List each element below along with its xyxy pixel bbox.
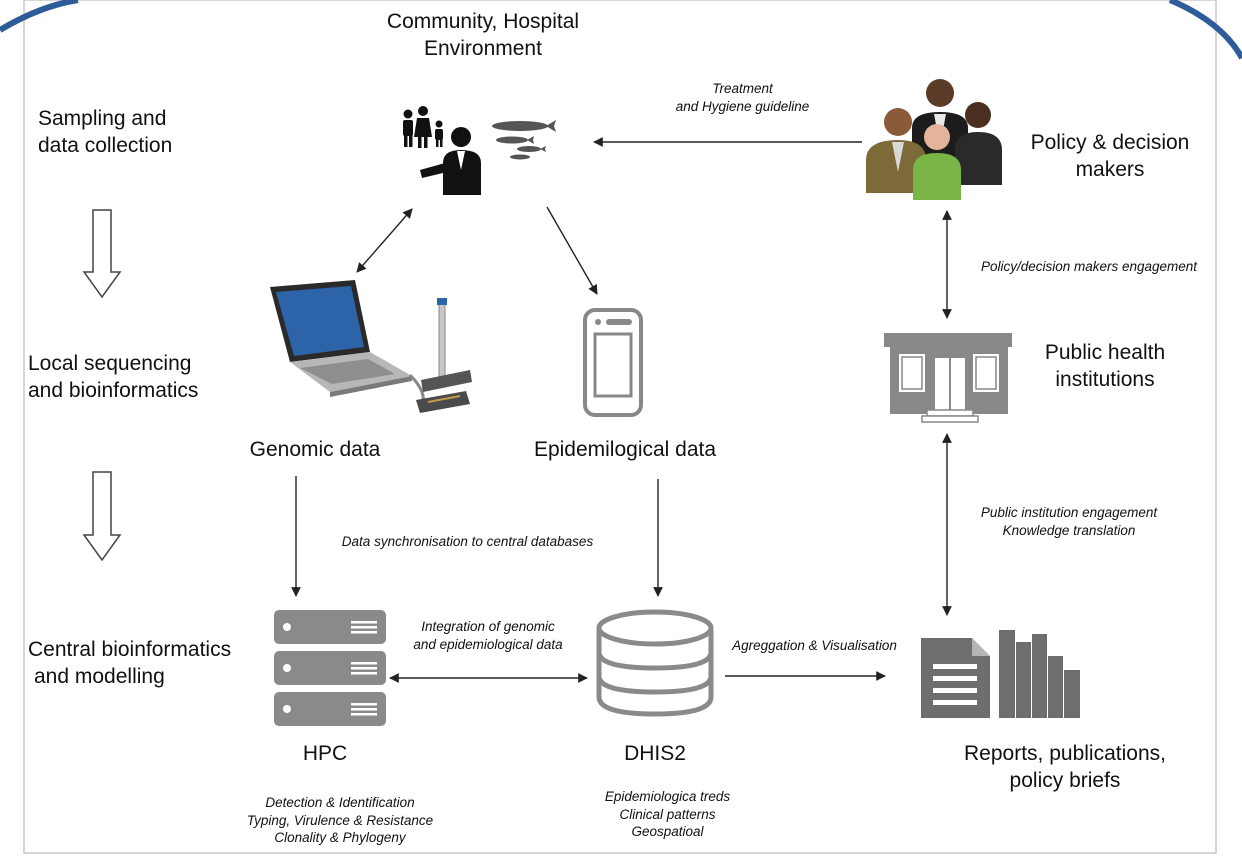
- node-policy-line-2: makers: [1075, 158, 1145, 182]
- annotation-dhis2-line-1: Epidemiologica treds: [604, 789, 731, 804]
- node-community-label: Community, Hospital Environment: [363, 8, 603, 63]
- annotation-integration: Integration of genomic and epidemiologic…: [388, 618, 588, 653]
- arrow-community-genomic: [356, 208, 413, 273]
- blue-arc-left: [0, 0, 79, 33]
- annotation-integration-line-1: Integration of genomic: [421, 619, 555, 634]
- stage-sampling-line-1: Sampling and: [38, 107, 167, 130]
- annotation-aggregation: Agreggation & Visualisation: [732, 638, 897, 653]
- node-epidemiological-label: Epidemilogical data: [533, 438, 717, 461]
- stage-local-line-2: and bioinformatics: [28, 379, 199, 403]
- node-community-line-2: Environment: [424, 37, 542, 61]
- hpc-server-icon: [274, 610, 386, 726]
- flow-arrow-2: [82, 471, 122, 562]
- node-reports-label: Reports, publications, policy briefs: [930, 740, 1200, 795]
- stage-local-label: Local sequencing and bioinformatics: [28, 350, 198, 405]
- smartphone-icon: [583, 308, 643, 417]
- laptop-sequencer-icon: [270, 280, 472, 413]
- node-community-line-1: Community, Hospital: [386, 10, 580, 33]
- annotation-hpc-line-1: Detection & Identification: [265, 795, 415, 810]
- annotation-treatment: Treatment and Hygiene guideline: [650, 80, 835, 115]
- stage-sampling-line-2: data collection: [38, 134, 173, 158]
- node-policy-label: Policy & decision makers: [1010, 129, 1210, 184]
- annotation-policy-engagement: Policy/decision makers engagement: [980, 259, 1198, 274]
- stage-sampling-label: Sampling and data collection: [38, 105, 172, 160]
- node-policy-line-1: Policy & decision: [1030, 131, 1190, 154]
- annotation-institution-line-1: Public institution engagement: [980, 505, 1158, 520]
- node-public-health-line-2: institutions: [1055, 368, 1155, 392]
- flow-arrow-1: [82, 209, 122, 299]
- annotation-institution-engagement: Public institution engagement Knowledge …: [958, 504, 1180, 539]
- reports-icon: [921, 630, 1080, 718]
- node-reports-line-1: Reports, publications,: [964, 742, 1166, 765]
- node-dhis2-label: DHIS2: [624, 742, 686, 765]
- dhis2-database-icon: [596, 609, 714, 717]
- annotation-hpc-line-3: Clonality & Phylogeny: [274, 830, 406, 846]
- annotation-treatment-line-1: Treatment: [712, 81, 773, 96]
- fish-icon: [492, 120, 556, 160]
- arrow-community-to-epidemiological: [546, 206, 598, 295]
- stage-central-line-2: and modelling: [34, 665, 165, 689]
- node-genomic-label: Genomic data: [249, 438, 381, 461]
- annotation-data-sync: Data synchronisation to central database…: [341, 534, 594, 549]
- page-border: [23, 0, 1217, 854]
- annotation-dhis2-outputs: Epidemiologica treds Clinical patterns G…: [580, 788, 755, 841]
- annotation-hpc-outputs: Detection & Identification Typing, Virul…: [220, 794, 460, 847]
- community-icon: [403, 106, 481, 195]
- node-public-health-label: Public health institutions: [1020, 339, 1190, 394]
- annotation-hpc-line-2: Typing, Virulence & Resistance: [246, 812, 434, 828]
- public-health-building-icon: [884, 333, 1012, 423]
- policy-makers-icon: [866, 79, 1002, 200]
- stage-central-line-1: Central bioinformatics: [28, 638, 232, 661]
- node-hpc-label: HPC: [302, 742, 348, 765]
- node-public-health-line-1: Public health: [1044, 341, 1166, 364]
- blue-arc-right: [1168, 0, 1242, 60]
- annotation-institution-line-2: Knowledge translation: [1002, 522, 1136, 538]
- stage-central-label: Central bioinformatics and modelling: [28, 636, 231, 691]
- annotation-dhis2-line-2: Clinical patterns: [619, 806, 716, 822]
- annotation-treatment-line-2: and Hygiene guideline: [675, 98, 810, 114]
- annotation-dhis2-line-3: Geospatioal: [631, 824, 704, 840]
- stage-local-line-1: Local sequencing: [28, 352, 192, 375]
- node-reports-line-2: policy briefs: [1009, 769, 1121, 793]
- annotation-integration-line-2: and epidemiological data: [413, 636, 563, 652]
